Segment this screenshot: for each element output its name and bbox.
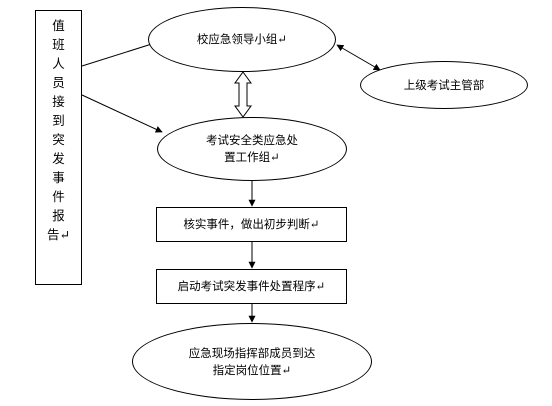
report-char: 员 bbox=[52, 75, 65, 90]
arrow-report-to-working-group bbox=[81, 94, 163, 133]
report-char: 件 bbox=[52, 189, 65, 204]
working-group-label-line-2: 置工作组↵ bbox=[224, 150, 280, 164]
report-char: 突 bbox=[52, 132, 65, 147]
report-char: 告↵ bbox=[47, 227, 70, 242]
staff-in-position-node: 应急现场指挥部成员到达 指定岗位位置↵ bbox=[132, 323, 372, 400]
school-leader-group-label: 校应急领导小组↵ bbox=[196, 32, 288, 46]
staff-in-position-label-line-1: 应急现场指挥部成员到达 bbox=[188, 345, 316, 360]
start-procedure-label: 启动考试突发事件处置程序↵ bbox=[177, 279, 326, 293]
report-char: 报 bbox=[52, 208, 65, 223]
staff-in-position-label-line-2: 指定岗位位置↵ bbox=[212, 362, 292, 377]
working-group-node: 考试安全类应急处 置工作组↵ bbox=[157, 117, 347, 181]
start-procedure-box: 启动考试突发事件处置程序↵ bbox=[156, 269, 347, 304]
double-arrow-leader-working-group bbox=[234, 71, 252, 118]
report-char: 接 bbox=[52, 94, 65, 109]
superior-department-label: 上级考试主管部 bbox=[403, 77, 485, 92]
report-char: 事 bbox=[52, 170, 65, 185]
working-group-label-line-1: 考试安全类应急处 bbox=[206, 133, 298, 147]
verify-event-box: 核实事件，做出初步判断↵ bbox=[156, 207, 347, 242]
school-leader-group-node: 校应急领导小组↵ bbox=[148, 7, 336, 72]
duty-staff-report-box: 值 班 人 员 接 到 突 发 事 件 报 告↵ bbox=[35, 10, 82, 285]
report-char: 值 bbox=[52, 18, 65, 33]
report-char: 发 bbox=[52, 151, 65, 166]
report-char: 到 bbox=[52, 113, 65, 128]
report-char: 人 bbox=[52, 56, 65, 71]
arrow-leader-group-superior-department bbox=[336, 44, 381, 71]
report-char: 班 bbox=[52, 37, 65, 52]
superior-department-node: 上级考试主管部 bbox=[360, 61, 528, 109]
arrow-report-to-leader-group bbox=[81, 40, 159, 67]
verify-event-label: 核实事件，做出初步判断↵ bbox=[183, 217, 320, 231]
